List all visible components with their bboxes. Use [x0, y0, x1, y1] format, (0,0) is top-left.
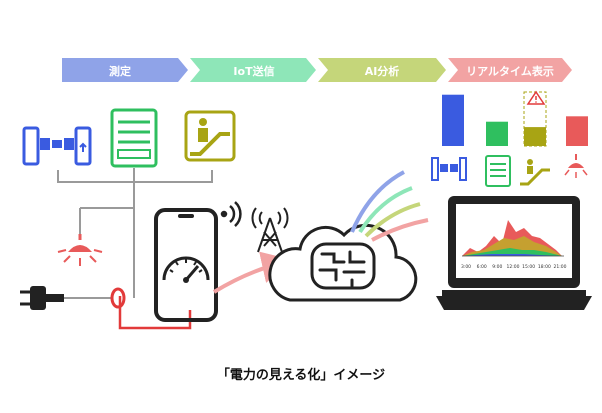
caption: 「電力の見える化」イメージ [216, 368, 386, 383]
usage-chart [462, 220, 564, 257]
step-iot-send-label: IoT送信 [233, 64, 274, 78]
wiring [57, 168, 213, 299]
ai-cloud-icon [268, 223, 418, 302]
chart-axis-tick: 3:00 [461, 264, 471, 270]
vending-machine-icon [110, 108, 158, 168]
level-bar-vending [486, 121, 508, 146]
escalator-icon [184, 110, 236, 162]
wifi-signal-icon [220, 201, 242, 227]
smartphone-meter-icon [154, 208, 218, 322]
escalator-icon-small [520, 159, 550, 186]
step-realtime-display-label: リアルタイム表示 [466, 64, 554, 78]
step-realtime-display: リアルタイム表示 [448, 58, 572, 82]
distribution-arrows [350, 170, 429, 242]
ceiling-light-icon-small [564, 154, 588, 178]
antenna-tower-icon [251, 207, 289, 253]
chart-axis-tick: 15:00 [522, 264, 535, 270]
ceiling-light-icon [57, 234, 103, 266]
chart-axis-tick: 18:00 [538, 264, 551, 270]
step-ai-analysis: AI分析 [318, 58, 446, 82]
level-bar-gate [442, 94, 464, 146]
level-bar-light [566, 116, 588, 146]
level-bar-escalator [524, 127, 546, 146]
current-sensor-clamp-icon [110, 287, 126, 309]
chart-axis-tick: 21:00 [554, 264, 567, 270]
step-measure: 測定 [62, 58, 188, 82]
ticket-gate-icon [22, 126, 92, 166]
brain-icon [310, 242, 376, 290]
step-measure-label: 測定 [109, 64, 131, 78]
ticket-gate-icon-small [431, 157, 467, 181]
step-ai-analysis-label: AI分析 [365, 64, 400, 78]
chart-axis-tick: 12:00 [507, 264, 520, 270]
step-iot-send: IoT送信 [190, 58, 316, 82]
chart-axis-tick: 9:00 [492, 264, 502, 270]
level-bars [442, 91, 588, 147]
power-plug-icon [20, 286, 64, 310]
vending-machine-icon-small [485, 155, 511, 187]
warning-icon [526, 90, 546, 105]
chart-axis-tick: 6:00 [477, 264, 487, 270]
process-flow: 測定 IoT送信 AI分析 リアルタイム表示 [62, 58, 572, 82]
